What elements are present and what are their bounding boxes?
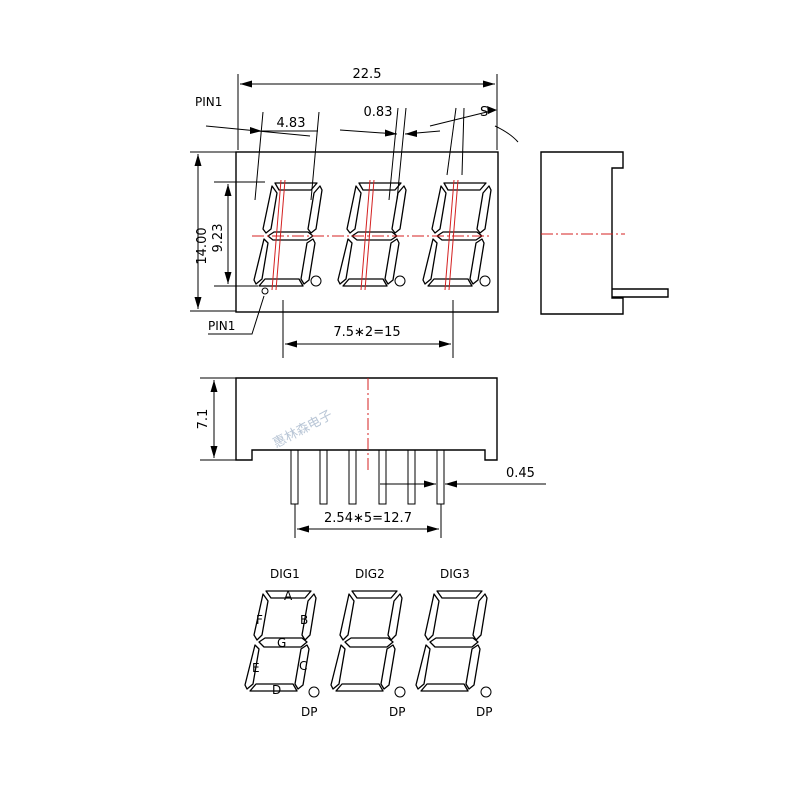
- side-view: [540, 151, 669, 315]
- segment-label-b: B: [300, 613, 308, 627]
- dp-legend-1: [308, 686, 320, 698]
- dim-digit-pitch-label: 7.5∗2=15: [333, 325, 400, 340]
- dig3-label: DIG3: [440, 567, 470, 581]
- dim-digit-width: 4.83: [254, 111, 320, 201]
- segment-label-a: A: [284, 589, 293, 603]
- dim-0-83-label: 0.83: [364, 105, 393, 120]
- segment-label-e: E: [252, 661, 260, 675]
- dim-total-width: 22.5: [237, 67, 498, 150]
- display-body-outline: [235, 151, 499, 313]
- segment-label-d: D: [272, 683, 281, 697]
- dim-angle-label: S: [480, 105, 488, 120]
- dim-angle: S: [429, 105, 519, 176]
- dp-dot-2: [394, 275, 406, 287]
- digit-3-front: [422, 182, 492, 287]
- front-view: [235, 151, 499, 313]
- dp-label-3: DP: [476, 705, 492, 719]
- watermark: 惠林森电子: [271, 408, 335, 452]
- digit-2-legend: [330, 590, 403, 692]
- digit-3-legend: [415, 590, 488, 692]
- dim-height: 14.00: [190, 151, 236, 312]
- dim-digit-height: 9.23: [211, 181, 265, 287]
- dp-legend-2: [394, 686, 406, 698]
- digit-1-front: [253, 182, 323, 287]
- dp-label-1: DP: [301, 705, 317, 719]
- dim-thickness: 7.1: [196, 377, 236, 461]
- segment-label-c: C: [299, 659, 307, 673]
- dig1-label: DIG1: [270, 567, 300, 581]
- dim-22-5-label: 22.5: [353, 67, 382, 82]
- dim-9-23-label: 9.23: [211, 224, 226, 253]
- pin1-top-label: PIN1: [195, 95, 222, 109]
- dig2-label: DIG2: [355, 567, 385, 581]
- dim-pin-pitch-label: 2.54∗5=12.7: [324, 511, 412, 526]
- segment-label-f: F: [256, 613, 263, 627]
- pinout-legend: DIG1 DIG2 DIG3 A B C D E F G DP DP DP: [244, 567, 492, 719]
- dim-0-45-label: 0.45: [506, 466, 535, 481]
- pin1-bottom-label: PIN1: [208, 319, 235, 333]
- segment-label-g: G: [277, 636, 286, 650]
- dim-4-83-label: 4.83: [277, 116, 306, 131]
- dp-dot-3: [479, 275, 491, 287]
- dim-14-00-label: 14.00: [195, 227, 210, 264]
- dim-7-1-label: 7.1: [196, 409, 211, 430]
- dp-label-2: DP: [389, 705, 405, 719]
- dp-legend-3: [480, 686, 492, 698]
- pin1-marker: [261, 287, 269, 295]
- dim-digit-pitch: 7.5∗2=15: [282, 300, 454, 358]
- dim-pin-width: 0.45: [380, 466, 546, 488]
- bottom-view: 惠林森电子: [235, 377, 498, 505]
- pin-row: [290, 449, 445, 505]
- dim-segment-width: 0.83: [339, 105, 441, 201]
- dp-dot-1: [310, 275, 322, 287]
- dim-pin-pitch: 2.54∗5=12.7: [294, 504, 442, 538]
